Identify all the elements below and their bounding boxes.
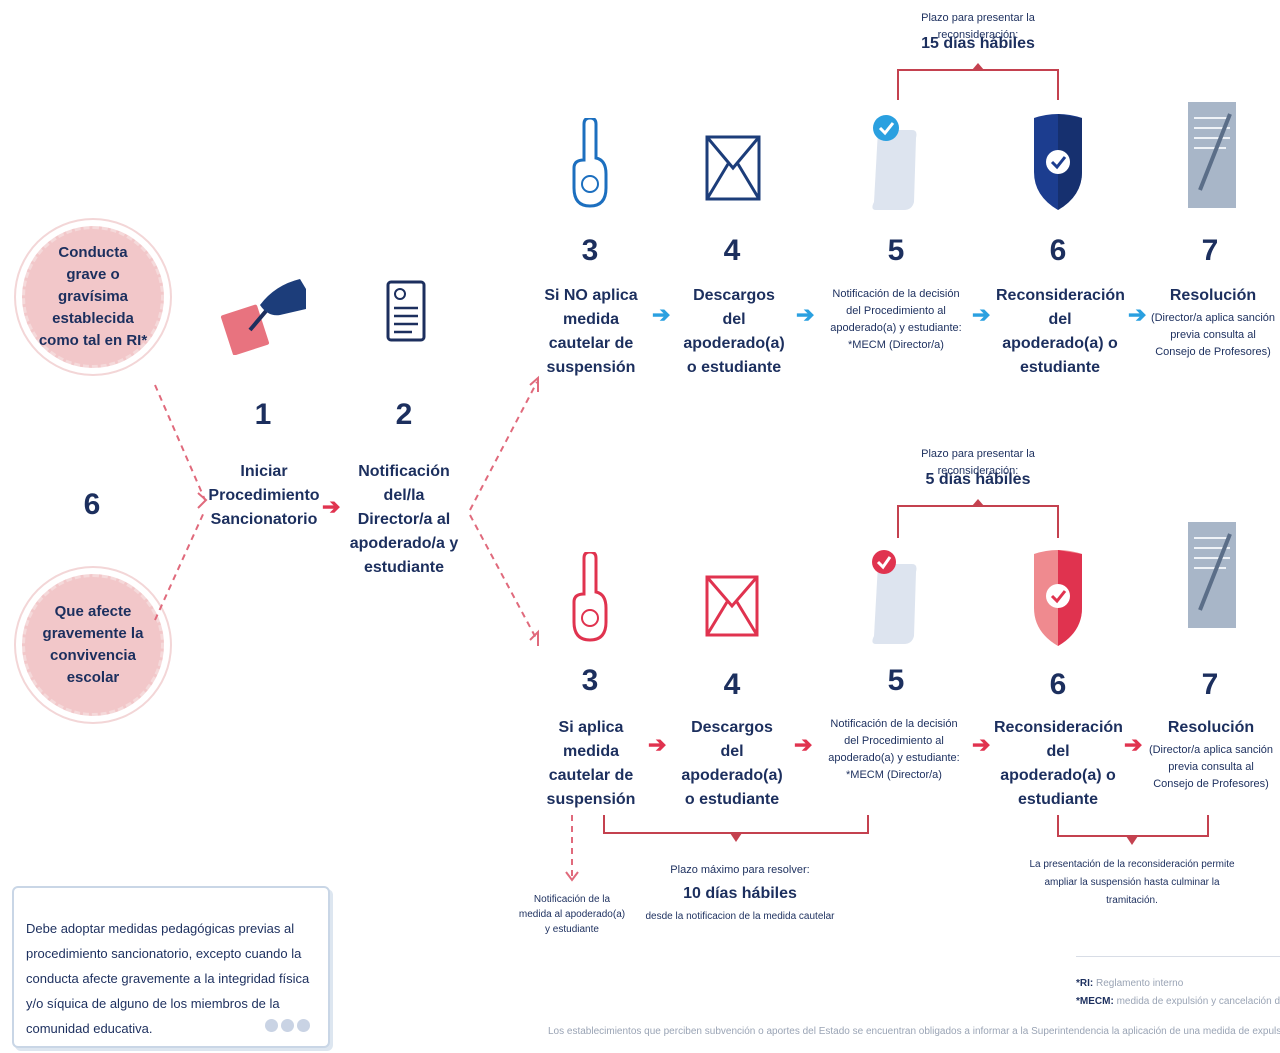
- arrow-right-icon: ➔: [972, 302, 991, 327]
- shield-check-icon: [1034, 550, 1082, 646]
- bottom-step7-number: 7: [1201, 668, 1219, 701]
- bottom-step4-number: 4: [723, 668, 741, 701]
- bottom-step5-label: Notificación de la decisión del Procedim…: [828, 718, 960, 781]
- legend-mecm: *MECM: medida de expulsión y cancelación…: [1076, 996, 1280, 1007]
- top-step4-number: 4: [723, 234, 741, 267]
- bottom-step4-label: Descargos del apoderado(a) o estudiante: [681, 719, 783, 808]
- extend-suspension-note: La presentación de la reconsideración pe…: [1029, 859, 1235, 906]
- notify-measure-text: Notificación de la medida al apoderado(a…: [518, 894, 626, 935]
- top-step5-label: Notificación de la decisión del Procedim…: [830, 288, 962, 351]
- top-step3-number: 3: [581, 234, 599, 267]
- arrow-right-icon: ➔: [652, 302, 671, 327]
- top-deadline-value: 15 días hábiles: [921, 35, 1035, 52]
- top-step7-detail: (Director/a aplica sanción previa consul…: [1150, 312, 1276, 358]
- bottom-deadline-value: 5 días hábiles: [925, 471, 1031, 488]
- legend-ri: *RI: Reglamento interno: [1076, 978, 1183, 989]
- arrow-right-icon: ➔: [796, 302, 815, 327]
- signing-hand-icon: [220, 279, 306, 355]
- arrow-right-icon: ➔: [1124, 732, 1143, 757]
- arrow-right-icon: ➔: [1128, 302, 1147, 327]
- legend-ri-text: Reglamento interno: [1096, 978, 1184, 989]
- legend-mecm-key: *MECM:: [1076, 996, 1114, 1007]
- resolution-document-icon: [1188, 522, 1236, 628]
- condition-circle-top: Conducta grave o gravísima establecida c…: [22, 226, 164, 368]
- arrow-right-icon: ➔: [322, 494, 341, 519]
- shield-check-icon: [1034, 114, 1082, 210]
- top-step6-label: Reconsideración del apoderado(a) o estud…: [996, 287, 1125, 376]
- top-deadline-caption: Plazo para presentar la reconsideración:: [921, 12, 1035, 41]
- bottom-step6-number: 6: [1049, 668, 1067, 701]
- pointing-hand-icon: [572, 118, 608, 208]
- step2-number: 2: [395, 398, 413, 431]
- document-icon: [386, 280, 426, 342]
- arrow-right-icon: ➔: [794, 732, 813, 757]
- top-step3-label: Si NO aplica medida cautelar de suspensi…: [544, 287, 638, 376]
- bottom-deadline-caption: Plazo para presentar la reconsideración:: [921, 448, 1035, 477]
- top-step6-number: 6: [1049, 234, 1067, 267]
- bottom-step7-title: Resolución: [1167, 719, 1255, 736]
- pedagogical-note-box: Debe adoptar medidas pedagógicas previas…: [12, 886, 330, 1048]
- max-deadline-detail: desde la notificacion de la medida caute…: [645, 911, 835, 922]
- top-step7-number: 7: [1201, 234, 1219, 267]
- top-step4-label: Descargos del apoderado(a) o estudiante: [683, 287, 785, 376]
- max-deadline-caption: Plazo máximo para resolver:: [670, 864, 810, 876]
- bottom-step7-detail: (Director/a aplica sanción previa consul…: [1148, 744, 1274, 790]
- bottom-step3-label: Si aplica medida cautelar de suspensión: [546, 719, 636, 808]
- arrow-right-icon: ➔: [972, 732, 991, 757]
- resolution-document-icon: [1188, 102, 1236, 208]
- scroll-check-icon: [872, 550, 917, 644]
- arrow-right-icon: ➔: [648, 732, 667, 757]
- bottom-step3-number: 3: [581, 664, 599, 697]
- max-deadline-value: 10 días hábiles: [683, 885, 797, 902]
- top-step7-title: Resolución: [1169, 287, 1257, 304]
- top-step5-number: 5: [887, 234, 905, 267]
- legend-ri-key: *RI:: [1076, 978, 1094, 989]
- bottom-step5-number: 5: [887, 664, 905, 697]
- step1-number: 1: [254, 398, 272, 431]
- step1-label: Iniciar Procedimiento Sancionatorio: [208, 463, 320, 528]
- envelope-icon: [705, 135, 761, 201]
- footer-text: Los establecimientos que perciben subven…: [548, 1026, 1280, 1037]
- decorative-dots: [265, 1019, 310, 1032]
- condition-bottom-text: Que afecte gravemente la convivencia esc…: [42, 603, 144, 686]
- legend-mecm-text: medida de expulsión y cancelación de ma: [1116, 996, 1280, 1007]
- scroll-check-icon: [872, 115, 917, 210]
- condition-circle-bottom: Que afecte gravemente la convivencia esc…: [22, 574, 164, 716]
- legend-divider: [1076, 956, 1280, 957]
- bottom-step6-label: Reconsideración del apoderado(a) o estud…: [994, 719, 1123, 808]
- step2-label: Notificación del/la Director/a al apoder…: [349, 463, 459, 576]
- envelope-icon: [705, 575, 759, 637]
- left-number: 6: [83, 488, 101, 521]
- condition-top-text: Conducta grave o gravísima establecida c…: [38, 244, 148, 349]
- pointing-hand-icon: [572, 552, 608, 642]
- pedagogical-note-text: Debe adoptar medidas pedagógicas previas…: [26, 921, 310, 1036]
